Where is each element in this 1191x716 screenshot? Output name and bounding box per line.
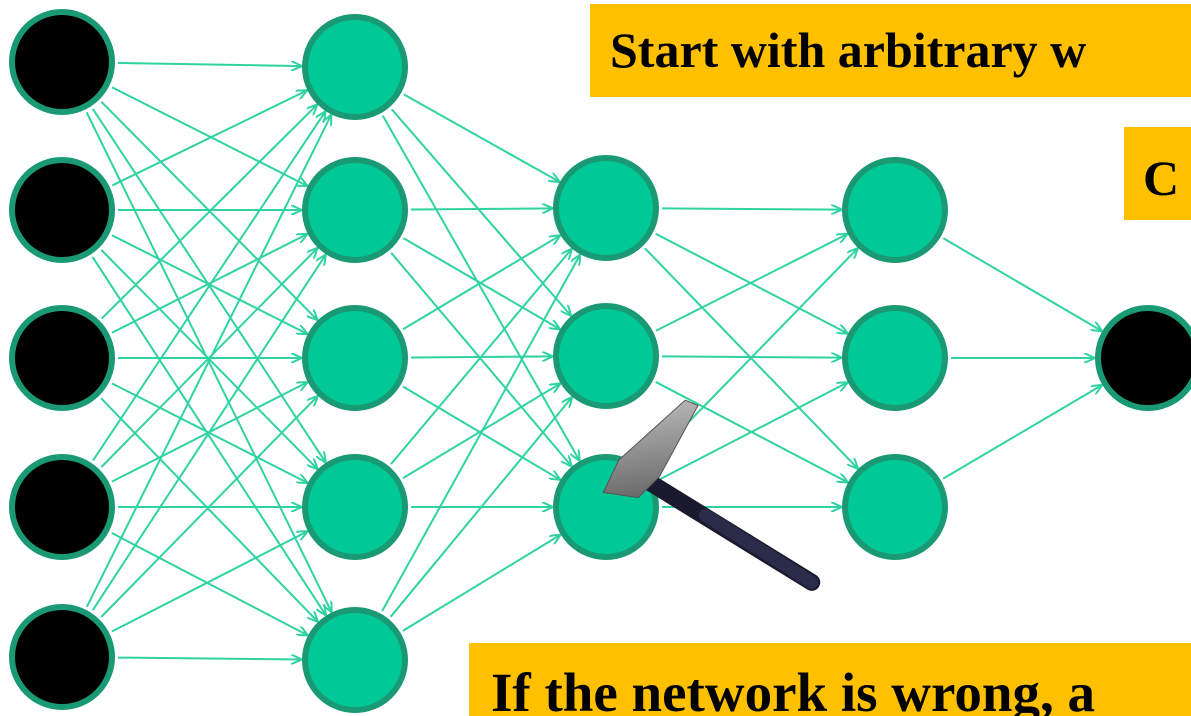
- neurons: [9, 9, 1191, 713]
- hidden-neuron-l1-2: [302, 305, 408, 411]
- input-neuron-0: [9, 9, 115, 115]
- hidden-neuron-l2-1: [553, 303, 659, 409]
- hidden-neuron-l3-1: [842, 305, 948, 411]
- hammer-icon: [602, 399, 821, 591]
- input-neuron-2: [9, 305, 115, 411]
- edge-l3-n0-to-n0: [942, 237, 1102, 331]
- edge-l0-n3-to-n1: [100, 248, 317, 468]
- edge-l1-n1-to-n0: [410, 208, 553, 209]
- hidden-neuron-l3-2: [842, 454, 948, 560]
- edge-l1-n1-to-n2: [390, 252, 572, 467]
- edge-l1-n1-to-n1: [402, 237, 560, 329]
- hidden-neuron-l1-4: [302, 607, 408, 713]
- hidden-neuron-l1-1: [302, 157, 408, 263]
- edge-l0-n3-to-n0: [92, 111, 326, 461]
- hidden-neuron-l1-3: [302, 454, 408, 560]
- edge-l0-n0-to-n0: [117, 63, 302, 66]
- edge-l1-n0-to-n1: [390, 108, 572, 316]
- edge-l0-n2-to-n4: [100, 397, 318, 622]
- edge-l1-n0-to-n0: [403, 93, 560, 182]
- hidden-neuron-l1-0: [302, 14, 408, 120]
- edge-l1-n2-to-n0: [402, 235, 560, 331]
- label-start-arbitrary: Start with arbitrary w: [590, 4, 1191, 97]
- hidden-neuron-l2-0: [553, 155, 659, 261]
- edge-l1-n4-to-n0: [381, 254, 580, 612]
- input-neuron-1: [9, 157, 115, 263]
- edge-l0-n3-to-n4: [111, 532, 308, 636]
- edge-l0-n4-to-n2: [100, 396, 318, 618]
- edge-l1-n3-to-n0: [390, 249, 572, 465]
- edge-l1-n4-to-n1: [389, 397, 573, 618]
- input-neuron-4: [9, 604, 115, 710]
- edge-l0-n4-to-n4: [117, 658, 302, 660]
- edge-l0-n2-to-n0: [101, 104, 318, 320]
- edge-l0-n4-to-n1: [91, 254, 326, 611]
- edge-l2-n1-to-n0: [655, 234, 848, 332]
- edge-l2-n2-to-n1: [655, 382, 848, 483]
- label-middle: C: [1124, 127, 1191, 220]
- edge-l2-n0-to-n0: [661, 208, 842, 209]
- edge-l0-n4-to-n0: [86, 114, 332, 608]
- edge-l0-n0-to-n1: [111, 86, 308, 186]
- edge-l1-n4-to-n2: [402, 535, 561, 632]
- edge-l2-n0-to-n1: [655, 232, 848, 334]
- edge-l1-n0-to-n2: [381, 115, 580, 461]
- edge-l0-n1-to-n4: [91, 256, 327, 616]
- label-network-wrong: If the network is wrong, a: [469, 643, 1191, 716]
- edge-l0-n1-to-n0: [111, 90, 307, 187]
- edge-l3-n2-to-n0: [942, 385, 1102, 480]
- connection-edges: [85, 63, 1103, 660]
- input-neuron-3: [9, 454, 115, 560]
- edge-l0-n4-to-n3: [111, 531, 308, 633]
- output-neuron-0: [1095, 305, 1191, 411]
- hidden-neuron-l3-0: [842, 157, 948, 263]
